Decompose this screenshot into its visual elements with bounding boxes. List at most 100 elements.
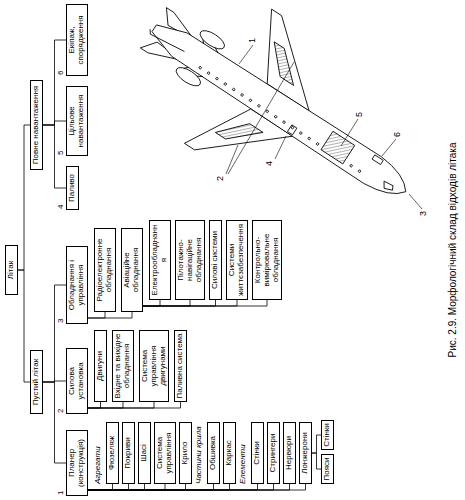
box-text: Стрингери <box>269 425 278 481</box>
box-text: Екіпаж, спорядження <box>68 7 86 73</box>
figure-caption: Рис. 2.9. Морфологічний склад відходів л… <box>447 0 458 500</box>
tree-box: Стінки <box>251 422 264 484</box>
box-number: 5 <box>57 151 65 155</box>
window <box>199 66 202 69</box>
tree-connector <box>88 312 132 318</box>
box-text: Силова установка <box>68 351 86 411</box>
window <box>291 126 294 129</box>
box-text: Радіоелектронне обладнання <box>96 231 114 309</box>
box-number: 6 <box>57 71 65 75</box>
tree-box: Каркас <box>223 422 236 484</box>
box-text: Нервюри <box>285 425 294 481</box>
fuselage <box>145 15 414 205</box>
box-text: Системи життєзабезпечення <box>228 223 246 297</box>
tree-connector <box>18 125 30 270</box>
box-text: Силові системи <box>211 223 220 297</box>
tree-box: Двигуни <box>94 330 107 402</box>
box-number: 4 <box>57 205 65 209</box>
leader-line <box>228 62 294 174</box>
box-text: Паливна система <box>176 333 185 399</box>
box-text: Паливо <box>68 169 77 207</box>
tree-box: 1Планер (конструкція) <box>66 430 88 496</box>
tree-box: Крило <box>179 422 192 484</box>
door <box>287 125 296 135</box>
box-text: Планер (конструкція) <box>68 433 86 493</box>
tree-connector <box>43 40 66 125</box>
tree-connector <box>88 312 105 318</box>
box-text: Обшивка <box>209 425 218 481</box>
leader-lines <box>226 45 422 209</box>
tree-box: Силові системи <box>209 220 222 300</box>
tree-connector <box>88 484 258 490</box>
tree-box: Фюзеляж <box>106 422 119 484</box>
fin <box>148 29 185 55</box>
cabin-cutaway <box>321 131 355 164</box>
window <box>316 142 319 145</box>
tree-box: 5Цільове навантаження <box>66 86 88 156</box>
tree-connector <box>312 453 321 469</box>
tree-connector <box>88 402 123 408</box>
engine <box>173 64 203 89</box>
box-text: Двигуни <box>96 333 105 399</box>
window <box>358 170 361 173</box>
tree-connector <box>43 382 66 463</box>
window <box>215 77 218 80</box>
box-text: Стінки <box>323 423 332 447</box>
box-text: Шасі <box>140 425 149 481</box>
tree-box: 3Обладнання і управління <box>66 246 88 324</box>
tree-box: Авіаційне обладнання <box>121 228 143 312</box>
tree-connector <box>143 300 267 306</box>
group-label: Елементи <box>239 443 248 485</box>
tree-box: Лонжерони <box>299 422 312 484</box>
box-text: Обладнання і управління <box>68 249 86 321</box>
tree-box: Вхідне та вихідне обладнання <box>112 330 134 402</box>
callout-number: 1 <box>248 37 258 44</box>
tree-box: Покриви <box>122 422 135 484</box>
tree-box: Радіоелектронне обладнання <box>94 228 116 312</box>
box-number: 1 <box>57 491 65 495</box>
tree-connector <box>43 285 66 382</box>
group-label: Частини крила <box>195 425 204 485</box>
gear-door <box>372 155 383 165</box>
tree-box: Нервюри <box>283 422 296 484</box>
window <box>240 93 243 96</box>
window-row <box>199 66 362 173</box>
box-text: Авіаційне обладнання <box>123 231 141 309</box>
window <box>308 137 311 140</box>
box-text: Контрольно-вимірювальне обладнання <box>254 223 280 297</box>
tree-connector <box>18 270 30 382</box>
tree-box: Шасі <box>138 422 151 484</box>
window <box>299 131 302 134</box>
tree-box: 2Силова установка <box>66 348 88 414</box>
tree-box: Паливна система <box>174 330 187 402</box>
tree-box: Система управління <box>154 422 176 484</box>
box-text: Повне навантаження <box>32 83 41 167</box>
tree-box: Пояси <box>321 454 334 484</box>
window <box>232 88 235 91</box>
tree-connector <box>43 125 66 188</box>
tree-connector <box>88 484 290 490</box>
box-text: Каркас <box>225 425 234 481</box>
tree-connector <box>88 484 230 490</box>
box-text: Фюзеляж <box>108 425 117 481</box>
box-text: Вхідне та вихідне обладнання <box>114 333 132 399</box>
leader-line <box>409 194 422 209</box>
tree-box: Система управління двигунами <box>139 330 169 402</box>
box-text: Пустий літак <box>32 353 41 411</box>
tree-box: Повне навантаження <box>30 80 43 170</box>
window <box>207 71 210 74</box>
cockpit-window <box>381 180 395 192</box>
tree-box: Електрообладнання <box>149 220 171 300</box>
tree-connector <box>312 435 321 453</box>
window <box>257 104 260 107</box>
group-label: Агрегати <box>94 445 103 485</box>
tree-box: Обшивка <box>207 422 220 484</box>
box-text: Електрообладнання <box>151 223 169 297</box>
box-text: Система управління <box>156 425 174 481</box>
box-text: Покриви <box>124 425 133 481</box>
tree-connector <box>143 300 216 306</box>
tree-box: Стінки <box>321 420 334 450</box>
box-number: 2 <box>57 409 65 413</box>
